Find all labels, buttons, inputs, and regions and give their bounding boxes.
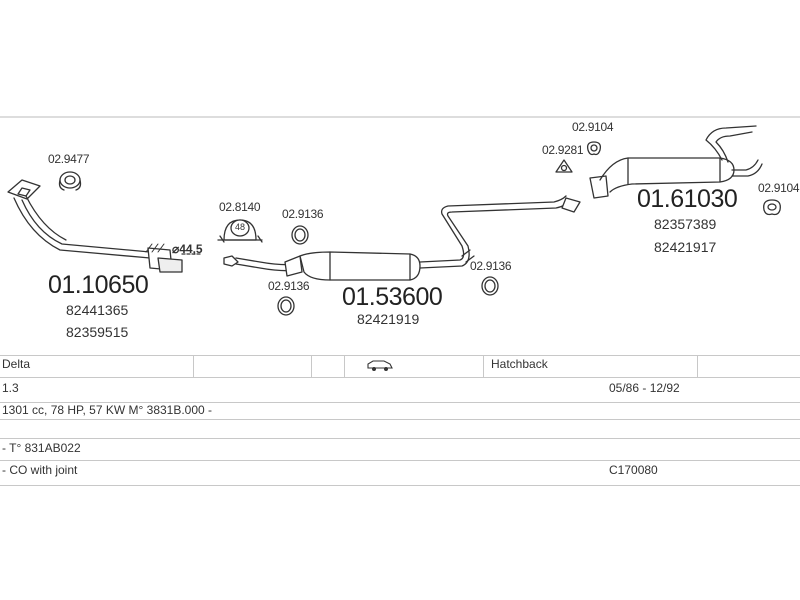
assembly-number-front-pipe: 01.10650 xyxy=(48,271,149,299)
table-row: - CO with joint C170080 xyxy=(0,460,800,485)
note-cell: - CO with joint xyxy=(2,463,78,477)
table-row: - T° 831AB022 xyxy=(0,438,800,460)
table-line xyxy=(0,377,800,378)
part-label-02-9104-a: 02.9104 xyxy=(572,120,614,134)
type-code-cell: - T° 831AB022 xyxy=(2,441,81,455)
table-line xyxy=(0,402,800,403)
hanger-02-9104-part-b xyxy=(763,199,781,216)
oem-number-front-pipe-1: 82441365 xyxy=(66,302,129,318)
table-divider xyxy=(311,355,312,377)
part-label-02-8140: 02.8140 xyxy=(219,200,261,214)
table-line xyxy=(0,485,800,486)
table-line xyxy=(0,438,800,439)
ring-02-9136-part-b xyxy=(277,296,295,316)
table-line xyxy=(0,355,800,356)
catalog-code-cell: C170080 xyxy=(609,463,658,477)
engine-cell: 1.3 xyxy=(2,381,19,395)
table-line xyxy=(0,460,800,461)
table-divider xyxy=(483,355,484,377)
table-divider xyxy=(344,355,345,377)
body-type-cell: Hatchback xyxy=(491,357,548,371)
table-line xyxy=(0,419,800,420)
clamp-number-label: 48 xyxy=(235,222,246,232)
table-divider xyxy=(193,355,194,377)
table-row: Delta Hatchback xyxy=(0,355,800,377)
ring-02-9136-part-c xyxy=(481,276,499,296)
part-label-02-9281: 02.9281 xyxy=(542,143,584,157)
clamp-02-8140-part xyxy=(217,219,263,243)
exhaust-drawing xyxy=(0,116,800,316)
part-label-02-9477: 02.9477 xyxy=(48,152,90,166)
diameter-label: ⌀44,5 xyxy=(172,242,203,256)
model-cell: Delta xyxy=(2,357,31,371)
assembly-number-middle-box: 01.53600 xyxy=(342,283,443,311)
spec-cell: 1301 cc, 78 HP, 57 KW M° 3831B.000 - xyxy=(2,403,213,417)
oem-number-rear-box-1: 82357389 xyxy=(654,216,717,232)
part-label-02-9136-a: 02.9136 xyxy=(282,207,324,221)
rear-box-part xyxy=(589,125,763,199)
hanger-02-9104-part-a xyxy=(586,141,602,156)
ring-02-9136-part-a xyxy=(291,225,309,245)
car-icon xyxy=(366,358,394,375)
middle-box-part xyxy=(223,195,581,281)
oem-number-front-pipe-2: 82359515 xyxy=(66,324,129,340)
table-divider xyxy=(697,355,698,377)
table-row: 1301 cc, 78 HP, 57 KW M° 3831B.000 - xyxy=(0,402,800,419)
period-cell: 05/86 - 12/92 xyxy=(609,381,680,395)
table-row: 1.3 05/86 - 12/92 xyxy=(0,377,800,402)
gasket-02-9477-part xyxy=(58,171,82,191)
hanger-02-9281-part xyxy=(555,159,573,173)
assembly-number-rear-box: 01.61030 xyxy=(637,185,738,213)
oem-number-middle-box: 82421919 xyxy=(357,311,420,327)
part-label-02-9136-b: 02.9136 xyxy=(268,279,310,293)
front-pipe-part xyxy=(7,179,201,273)
oem-number-rear-box-2: 82421917 xyxy=(654,239,717,255)
part-label-02-9104-b: 02.9104 xyxy=(758,181,800,195)
part-label-02-9136-c: 02.9136 xyxy=(470,259,512,273)
exhaust-diagram: 02.9477 02.8140 02.9136 02.9136 02.9136 … xyxy=(0,116,800,340)
